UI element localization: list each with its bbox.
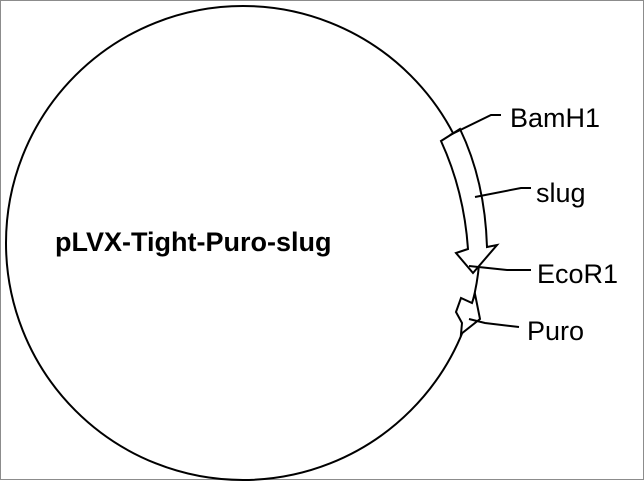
ecor1-leader-line [468,265,531,271]
bamh1-label: BamH1 [510,103,600,133]
bamh1-leader-line [449,114,501,136]
slug-leader-line [474,187,531,198]
puro-label: Puro [527,316,584,346]
puro-leader-line [468,318,520,328]
slug-feature-arrow [439,127,500,275]
plasmid-name: pLVX-Tight-Puro-slug [55,227,331,257]
slug-label: slug [536,178,586,208]
ecor1-label: EcoR1 [537,259,618,289]
puro-feature-arrow [454,290,482,337]
